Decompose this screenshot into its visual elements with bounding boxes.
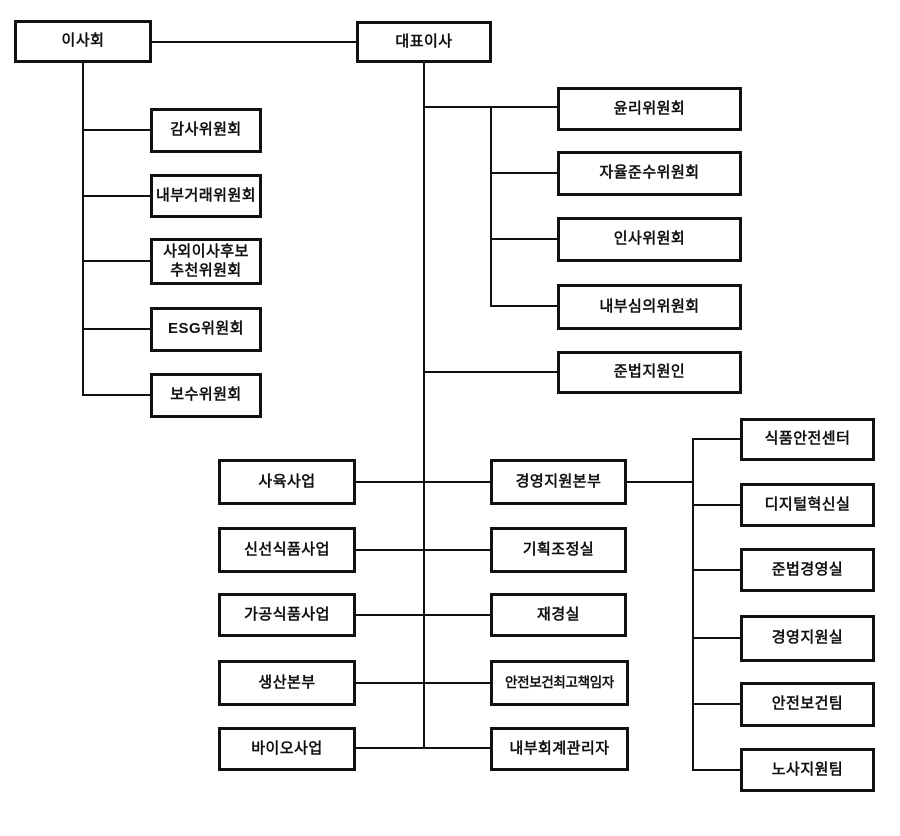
connector-internal-trade-committee xyxy=(83,195,150,197)
node-board-of-directors: 이사회 xyxy=(14,20,152,63)
node-outside-director-nomination-committee: 사외이사후보 추천위원회 xyxy=(150,238,262,285)
connector-compliance-officer xyxy=(424,371,557,373)
node-voluntary-compliance-committee: 자율준수위원회 xyxy=(557,151,742,196)
node-planning-coordination-office: 기획조정실 xyxy=(490,527,627,573)
node-internal-accounting-manager: 내부회계관리자 xyxy=(490,727,629,771)
node-finance-office: 재경실 xyxy=(490,593,627,637)
connector-board-ceo xyxy=(152,41,356,43)
node-compensation-committee: 보수위원회 xyxy=(150,373,262,418)
connector-board-trunk xyxy=(82,63,84,396)
node-production-hq: 생산본부 xyxy=(218,660,356,706)
node-bio-business: 바이오사업 xyxy=(218,727,356,771)
node-management-support-hq: 경영지원본부 xyxy=(490,459,627,505)
connector-safety-health-team xyxy=(693,703,740,705)
node-compliance-management-office: 준법경영실 xyxy=(740,548,875,592)
connector-committee-trunk xyxy=(490,106,492,307)
connector-compliance-management-office xyxy=(693,569,740,571)
connector-compensation-committee xyxy=(83,394,150,396)
connector-food-safety-center xyxy=(693,438,740,440)
connector-digital-innovation-office xyxy=(693,504,740,506)
connector-ceo-trunk xyxy=(423,63,425,749)
node-audit-committee: 감사위원회 xyxy=(150,108,262,153)
node-ceo: 대표이사 xyxy=(356,21,492,63)
node-labor-support-team: 노사지원팀 xyxy=(740,748,875,792)
node-internal-review-committee: 내부심의위원회 xyxy=(557,284,742,330)
node-food-safety-center: 식품안전센터 xyxy=(740,418,875,461)
node-management-support-office: 경영지원실 xyxy=(740,615,875,662)
node-digital-innovation-office: 디지털혁신실 xyxy=(740,483,875,527)
connector-voluntary-compliance-committee xyxy=(490,172,557,174)
connector-internal-review-committee xyxy=(490,305,557,307)
node-chief-safety-health-officer: 안전보건최고책임자 xyxy=(490,660,629,706)
connector-support-hq-branch xyxy=(627,481,693,483)
node-breeding-business: 사육사업 xyxy=(218,459,356,505)
node-safety-health-team: 안전보건팀 xyxy=(740,682,875,727)
connector-audit-committee xyxy=(83,129,150,131)
node-processed-food-business: 가공식품사업 xyxy=(218,593,356,637)
connector-personnel-committee xyxy=(490,238,557,240)
node-internal-trade-committee: 내부거래위원회 xyxy=(150,174,262,218)
connector-department-trunk xyxy=(692,438,694,771)
connector-labor-support-team xyxy=(693,769,740,771)
node-esg-committee: ESG위원회 xyxy=(150,307,262,352)
connector-esg-committee xyxy=(83,328,150,330)
connector-management-support-office xyxy=(693,637,740,639)
connector-nomination-committee xyxy=(83,260,150,262)
node-fresh-food-business: 신선식품사업 xyxy=(218,527,356,573)
node-personnel-committee: 인사위원회 xyxy=(557,217,742,262)
node-ethics-committee: 윤리위원회 xyxy=(557,87,742,131)
node-compliance-officer: 준법지원인 xyxy=(557,351,742,394)
